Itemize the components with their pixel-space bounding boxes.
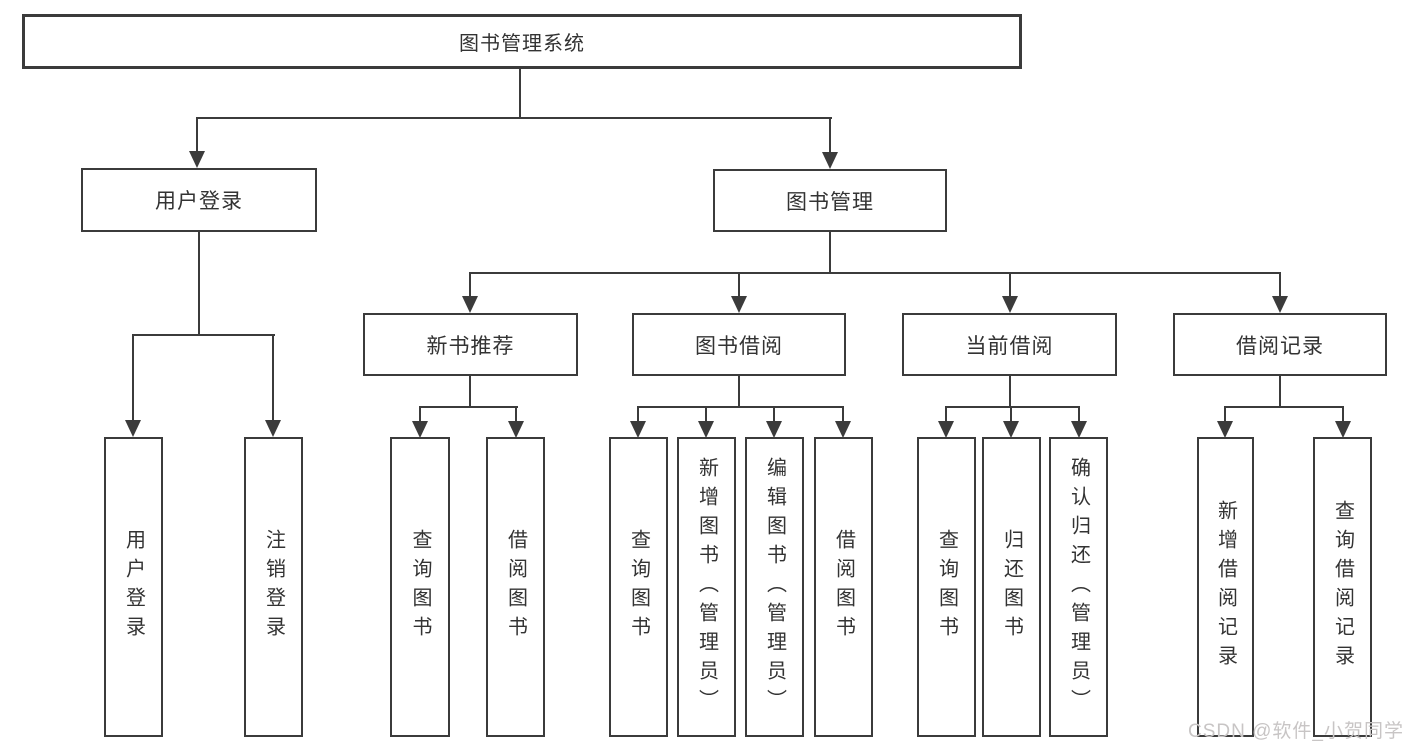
connector-line [829,231,831,273]
node-borrowing-records: 借阅记录 [1173,313,1387,376]
arrowhead-icon [189,151,205,168]
leaf-return-books: 归还图书 [982,437,1041,737]
node-book-management: 图书管理 [713,169,947,232]
leaf-user-login: 用户登录 [104,437,163,737]
connector-line [1342,408,1344,421]
connector-line [132,334,275,336]
arrowhead-icon [412,421,428,438]
arrowhead-icon [508,421,524,438]
arrowhead-icon [630,421,646,438]
arrowhead-icon [1335,421,1351,438]
connector-line [132,336,134,420]
arrowhead-icon [1071,421,1087,438]
csdn-watermark: CSDN @软件_小贺同学 [1188,721,1404,742]
arrowhead-icon [462,296,478,313]
connector-line [519,67,521,119]
connector-line [1279,375,1281,407]
connector-line [515,408,517,421]
arrowhead-icon [125,420,141,437]
node-book-borrowing: 图书借阅 [632,313,846,376]
connector-line [198,231,200,335]
leaf-borrow-books-recommend: 借阅图书 [486,437,545,737]
connector-line [945,406,1080,408]
arrowhead-icon [835,421,851,438]
connector-line [945,408,947,421]
arrowhead-icon [938,421,954,438]
connector-line [738,274,740,296]
arrowhead-icon [766,421,782,438]
leaf-query-books-current: 查询图书 [917,437,976,737]
connector-line [1009,274,1011,296]
node-current-borrowing: 当前借阅 [902,313,1117,376]
connector-line [1009,375,1011,407]
connector-line [773,408,775,421]
connector-line [196,119,198,151]
connector-line [469,375,471,407]
connector-line [1078,408,1080,421]
node-user-login: 用户登录 [81,168,317,232]
leaf-query-books-recommend: 查询图书 [390,437,450,737]
connector-line [842,408,844,421]
connector-line [272,336,274,420]
leaf-add-books-admin: 新增图书（管理员） [677,437,736,737]
connector-line [419,408,421,421]
connector-line [637,406,844,408]
arrowhead-icon [822,152,838,169]
connector-line [829,119,831,152]
connector-line [469,272,1281,274]
arrowhead-icon [1272,296,1288,313]
connector-line [738,375,740,407]
leaf-query-borrow-record: 查询借阅记录 [1313,437,1372,737]
connector-line [1224,406,1344,408]
leaf-confirm-return-admin: 确认归还（管理员） [1049,437,1108,737]
leaf-edit-books-admin: 编辑图书（管理员） [745,437,804,737]
node-new-book-recommendation: 新书推荐 [363,313,578,376]
arrowhead-icon [265,420,281,437]
connector-line [1279,274,1281,296]
arrowhead-icon [731,296,747,313]
leaf-borrow-books: 借阅图书 [814,437,873,737]
arrowhead-icon [1217,421,1233,438]
arrowhead-icon [1002,296,1018,313]
leaf-logout: 注销登录 [244,437,303,737]
leaf-query-books-borrow: 查询图书 [609,437,668,737]
connector-line [196,117,832,119]
connector-line [419,406,518,408]
leaf-add-borrow-record: 新增借阅记录 [1197,437,1254,737]
arrowhead-icon [698,421,714,438]
connector-line [469,274,471,296]
connector-line [1010,408,1012,421]
connector-line [637,408,639,421]
arrowhead-icon [1003,421,1019,438]
connector-line [705,408,707,421]
node-library-management-system: 图书管理系统 [22,14,1022,69]
connector-line [1224,408,1226,421]
